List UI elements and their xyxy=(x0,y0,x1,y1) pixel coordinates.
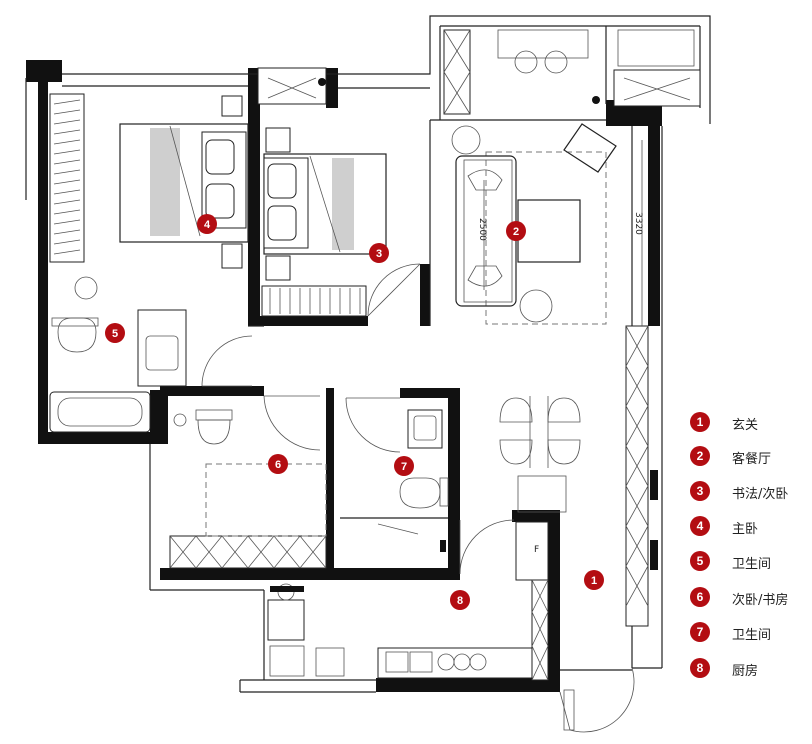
room-marker-2: 2 xyxy=(506,221,526,241)
study-6 xyxy=(169,395,327,569)
room-marker-8: 8 xyxy=(450,590,470,610)
legend-number: 5 xyxy=(690,551,710,571)
entry-cabinets xyxy=(559,325,658,733)
legend-number: 6 xyxy=(690,587,710,607)
legend-item-bathroom-2: 7 卫生间 xyxy=(690,622,805,644)
legend-label: 卫生间 xyxy=(732,628,772,643)
legend-item-study-bedroom: 6 次卧/书房 xyxy=(690,587,805,609)
svg-text:6: 6 xyxy=(275,459,281,471)
legend-label: 客餐厅 xyxy=(732,452,772,467)
room-marker-3: 3 xyxy=(369,243,389,263)
legend-label: 玄关 xyxy=(732,418,759,433)
bedroom-3 xyxy=(261,127,421,317)
legend-label: 主卧 xyxy=(732,522,759,537)
room-marker-4: 4 xyxy=(197,214,217,234)
legend-item-calligraphy-bedroom: 3 书法/次卧 xyxy=(690,481,805,503)
room-marker-7: 7 xyxy=(394,456,414,476)
living-width-dimension: 3320 xyxy=(633,212,643,235)
svg-text:4: 4 xyxy=(204,219,211,231)
legend-number: 8 xyxy=(690,658,710,678)
svg-text:5: 5 xyxy=(112,328,118,340)
legend-item-kitchen: 8 厨房 xyxy=(690,658,805,680)
fridge-mark: F xyxy=(534,545,539,555)
legend-number: 1 xyxy=(690,412,710,432)
legend-number: 7 xyxy=(690,622,710,642)
legend-number: 3 xyxy=(690,481,710,501)
room-marker-1: 1 xyxy=(584,570,604,590)
kitchen-8: F xyxy=(267,475,567,681)
walls xyxy=(26,60,662,692)
legend-label: 厨房 xyxy=(732,664,759,679)
svg-text:2: 2 xyxy=(513,226,519,238)
master-bedroom xyxy=(49,93,249,300)
dimensions: 2500 3320 xyxy=(477,140,643,326)
room-marker-6: 6 xyxy=(268,454,288,474)
legend-number: 2 xyxy=(690,446,710,466)
svg-text:8: 8 xyxy=(457,595,463,607)
svg-text:7: 7 xyxy=(401,461,407,473)
dining-chairs xyxy=(499,396,581,468)
legend-label: 书法/次卧 xyxy=(732,487,789,502)
room-marker-5: 5 xyxy=(105,323,125,343)
legend-label: 次卧/书房 xyxy=(732,593,789,608)
svg-text:1: 1 xyxy=(591,575,597,587)
legend-item-master-bedroom: 4 主卧 xyxy=(690,516,805,538)
balcony-cabinets xyxy=(257,29,701,115)
svg-text:3: 3 xyxy=(376,248,382,260)
legend-item-living-dining: 2 客餐厅 xyxy=(690,446,805,468)
bathroom-7 xyxy=(340,397,449,552)
bathroom-5 xyxy=(49,309,253,433)
legend-item-bathroom-1: 5 卫生间 xyxy=(690,551,805,573)
sofa-dimension: 2500 xyxy=(477,218,487,241)
legend-number: 4 xyxy=(690,516,710,536)
legend-label: 卫生间 xyxy=(732,557,772,572)
legend-item-entrance: 1 玄关 xyxy=(690,412,805,434)
